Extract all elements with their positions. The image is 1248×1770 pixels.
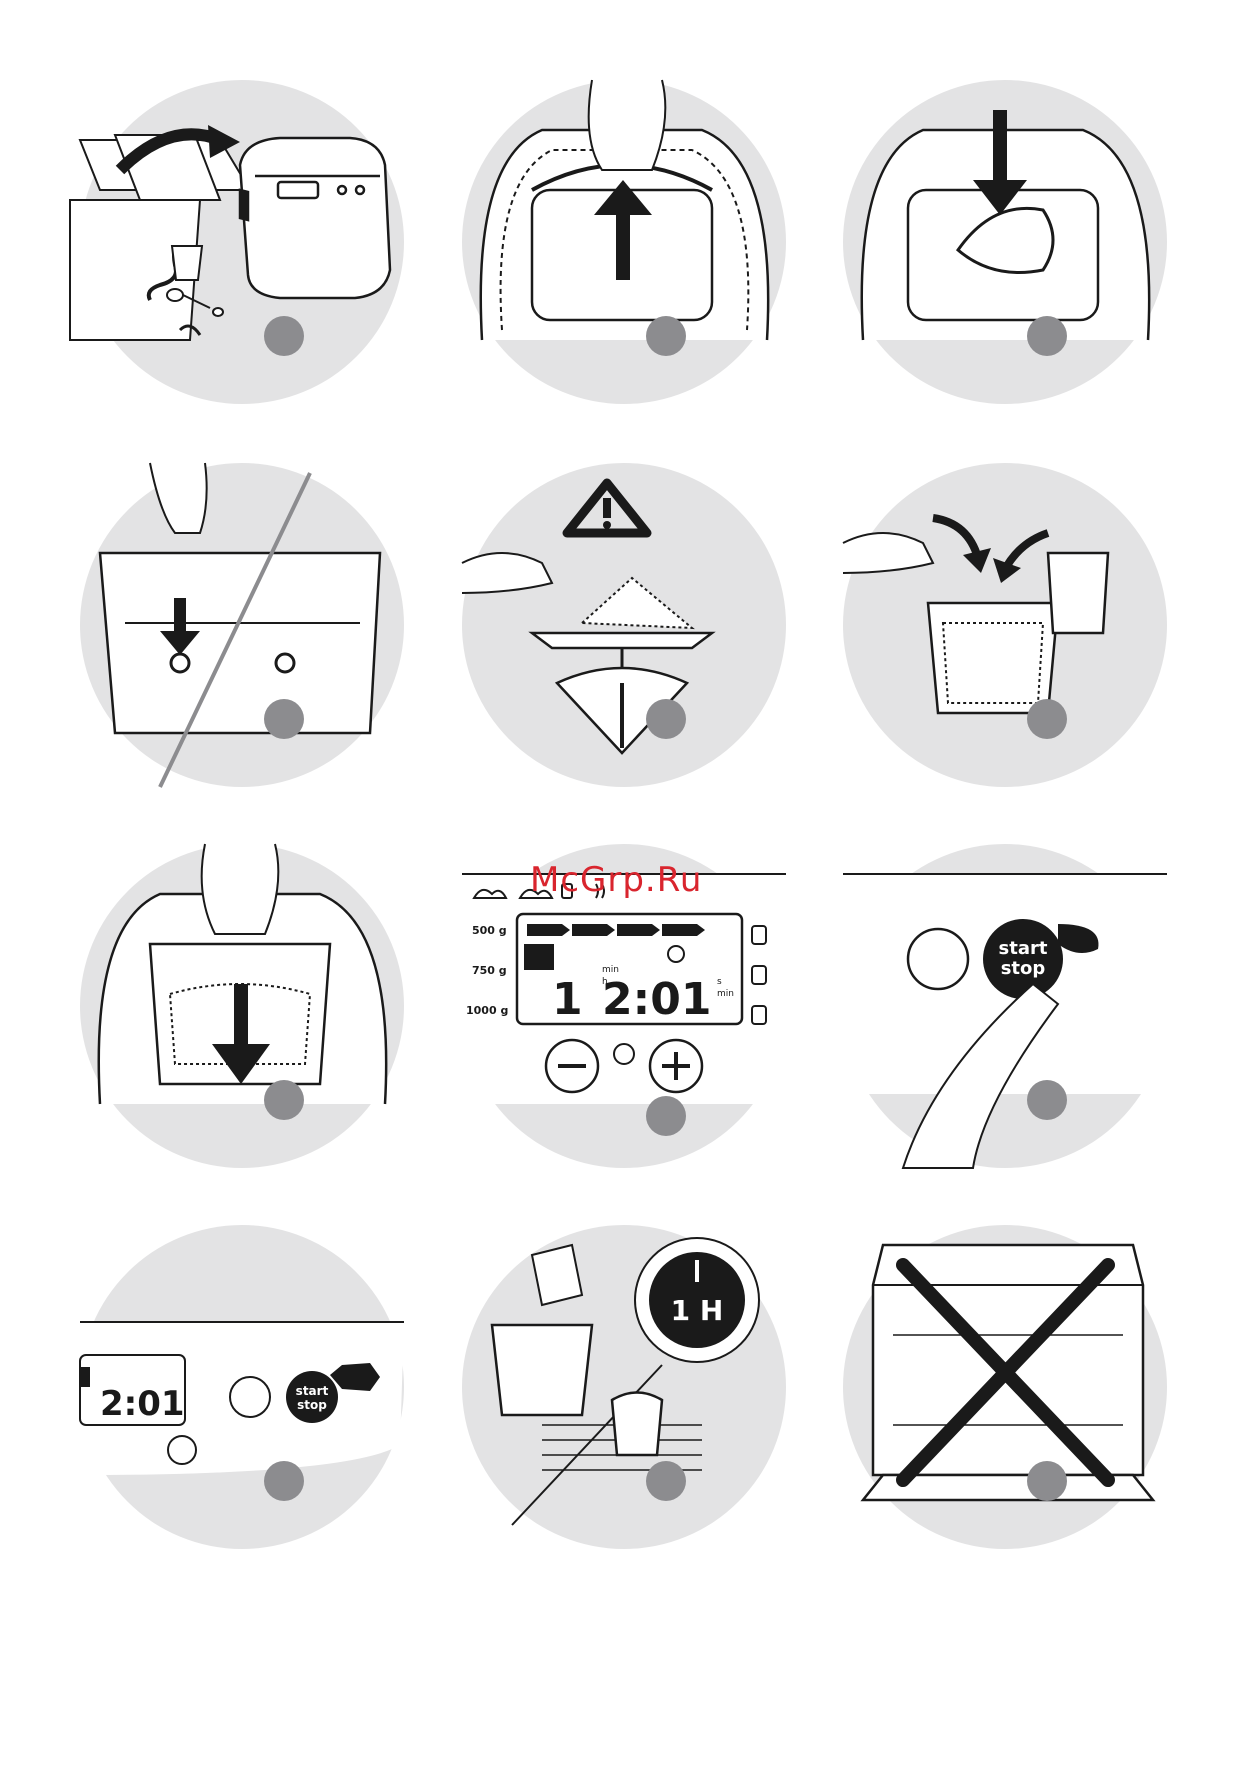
step-number-badge [1027, 1080, 1067, 1120]
step-number-badge [646, 1096, 686, 1136]
step-number-badge [1027, 1461, 1067, 1501]
weight-750: 750 g [472, 964, 507, 977]
step-insert-kneading-paddle [843, 80, 1167, 404]
paddle-fitted-icon [276, 654, 294, 672]
unit-min-right: min [717, 989, 734, 999]
step-number-badge [264, 1080, 304, 1120]
time-readout: 2:01 [602, 974, 711, 1025]
watermark-text: McGrp.Ru [530, 860, 740, 906]
step-add-ingredients [843, 463, 1167, 787]
hand-icon [202, 844, 279, 934]
measuring-cup-icon [172, 246, 202, 280]
start-label: start [999, 938, 1048, 959]
browning-button[interactable] [230, 1377, 270, 1417]
weight-500: 500 g [472, 924, 507, 937]
baking-pan-icon [100, 553, 380, 733]
step-number-badge [646, 1461, 686, 1501]
bread-loaf-icon [612, 1393, 662, 1456]
step-unpack-machine [80, 80, 404, 404]
start-label: start [296, 1384, 329, 1398]
unit-h: h [602, 977, 608, 987]
stop-label: stop [1001, 958, 1046, 979]
measuring-cup-icon [1048, 553, 1108, 633]
rest-timer-label: 1 H [671, 1294, 724, 1327]
step-number-badge [264, 699, 304, 739]
arrow-up-icon [616, 210, 630, 280]
baking-pan-icon [492, 1325, 592, 1415]
step-number-badge [646, 699, 686, 739]
bread-maker-icon [240, 138, 390, 298]
scale-plate-icon [532, 633, 712, 648]
step-number-badge [646, 316, 686, 356]
plus-button[interactable] [168, 1436, 196, 1464]
step-number-badge [1027, 699, 1067, 739]
stop-label: stop [297, 1398, 327, 1412]
step-remove-pan [462, 80, 786, 404]
minus-icon [558, 1064, 586, 1068]
step-press-start: start stop [843, 844, 1167, 1168]
paddle-shaft-icon [171, 654, 189, 672]
unit-s: s [717, 977, 722, 987]
hand-icon [589, 80, 666, 170]
step-fit-paddle-on-shaft [80, 463, 404, 787]
weight-1000: 1000 g [466, 1004, 508, 1017]
step-place-pan [80, 844, 404, 1168]
arrow-down-icon [234, 984, 248, 1054]
arrow-down-icon [993, 110, 1007, 190]
time-readout: 2:01 [100, 1384, 185, 1424]
program-number: 1 [552, 974, 583, 1025]
step-cool-bread: 1 H [462, 1225, 786, 1549]
browning-button[interactable] [908, 929, 968, 989]
unit-min: min [602, 965, 619, 975]
step-weigh-ingredients [462, 463, 786, 787]
step-program-end: 2:01 start stop [80, 1225, 404, 1549]
step-number-badge [264, 1461, 304, 1501]
step-number-badge [1027, 316, 1067, 356]
step-number-badge [264, 316, 304, 356]
oven-mitt-icon [532, 1245, 582, 1305]
step-no-dishwasher [843, 1225, 1167, 1549]
recipe-book-icon [524, 944, 554, 970]
